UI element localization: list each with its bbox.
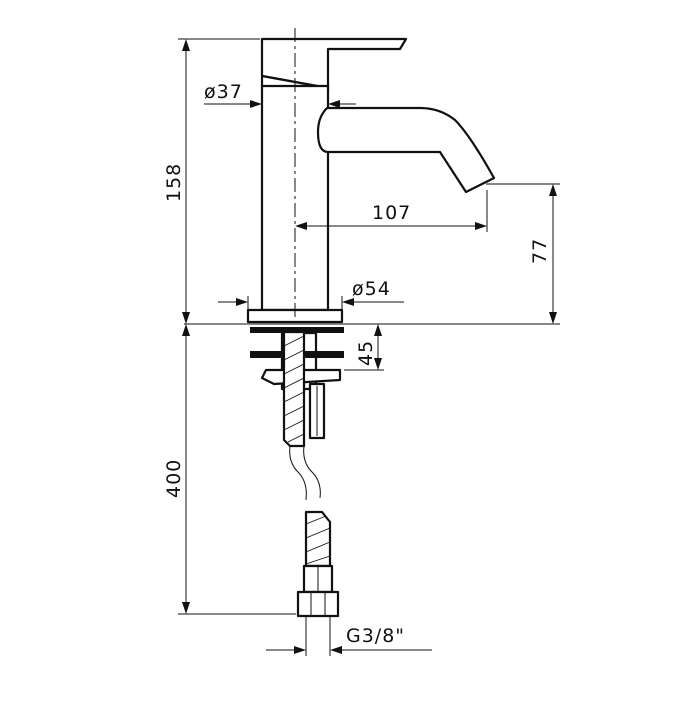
hose-upper bbox=[282, 330, 306, 448]
label-spout-reach: 107 bbox=[372, 202, 411, 224]
hose-break-right bbox=[303, 445, 321, 499]
hose-upper-hatch bbox=[283, 335, 305, 443]
hose-break-left bbox=[289, 445, 307, 501]
dimension-total-height: 158 bbox=[163, 38, 260, 324]
upper-washer bbox=[250, 327, 344, 333]
label-connection-thread: G3/8" bbox=[346, 625, 405, 647]
label-body-diameter: ø37 bbox=[204, 81, 243, 103]
dimension-hose-length: 400 bbox=[163, 324, 296, 615]
dimension-body-diameter: ø37 bbox=[204, 81, 356, 108]
spout-tip-line bbox=[465, 177, 495, 193]
hex-nut bbox=[296, 590, 340, 618]
label-hose-length: 400 bbox=[163, 459, 185, 498]
dimension-spout-reach: 107 bbox=[295, 190, 488, 232]
label-base-diameter: ø54 bbox=[352, 278, 391, 300]
spout bbox=[316, 106, 496, 194]
flexible-hose bbox=[282, 330, 340, 618]
label-thread-length: 45 bbox=[355, 340, 377, 366]
dimension-thread-length: 45 bbox=[344, 324, 384, 371]
dimension-spout-height: 77 bbox=[486, 183, 560, 324]
dimension-base-diameter: ø54 bbox=[218, 278, 404, 310]
label-total-height: 158 bbox=[163, 163, 185, 202]
hose-lower-hatch bbox=[305, 515, 331, 565]
label-spout-height: 77 bbox=[529, 238, 551, 264]
dimension-connection-thread: G3/8" bbox=[266, 616, 432, 656]
faucet-body bbox=[246, 28, 496, 324]
hose-lower bbox=[304, 510, 332, 568]
